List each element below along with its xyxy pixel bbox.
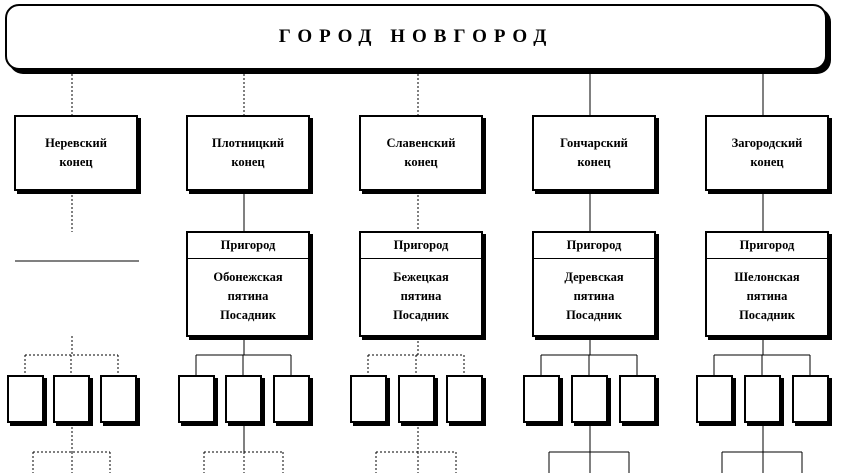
sub-box <box>398 375 435 423</box>
pyatina-name: Шелонская <box>734 270 800 284</box>
konets-box-goncharsky: Гончарский конец <box>532 115 656 191</box>
konets-word: конец <box>59 155 93 169</box>
pyatina-name: Деревская <box>564 270 624 284</box>
konets-name: Загородский <box>731 136 803 150</box>
pyatina-word: пятина <box>227 289 269 303</box>
sub-box <box>744 375 781 423</box>
konets-box-slavensky: Славенский конец <box>359 115 483 191</box>
prigorod-label: Пригород <box>188 233 308 259</box>
sub-box <box>53 375 90 423</box>
sub-box <box>7 375 44 423</box>
konets-name: Славенский <box>386 136 456 150</box>
sub-box <box>273 375 310 423</box>
konets-name: Неревский <box>45 136 107 150</box>
konets-name: Плотницкий <box>211 136 285 150</box>
sub-box <box>619 375 656 423</box>
sub-box <box>696 375 733 423</box>
konets-word: конец <box>750 155 784 169</box>
sub-box <box>446 375 483 423</box>
pyatina-word: пятина <box>400 289 442 303</box>
konets-box-zagorodsky: Загородский конец <box>705 115 829 191</box>
konets-box-plotnitsky: Плотницкий конец <box>186 115 310 191</box>
sub-box <box>100 375 137 423</box>
pyatina-name: Обонежская <box>213 270 283 284</box>
posadnik-label: Посадник <box>739 308 795 322</box>
prigorod-label: Пригород <box>534 233 654 259</box>
konets-box-nerevsky: Неревский конец <box>14 115 138 191</box>
sub-box <box>571 375 608 423</box>
pyatina-word: пятина <box>573 289 615 303</box>
sub-box <box>178 375 215 423</box>
city-title: ГОРОД НОВГОРОД <box>278 26 554 47</box>
sub-box <box>225 375 262 423</box>
city-title-box: ГОРОД НОВГОРОД <box>5 4 827 70</box>
konets-word: конец <box>577 155 611 169</box>
sub-box <box>350 375 387 423</box>
prigorod-label: Пригород <box>707 233 827 259</box>
posadnik-label: Посадник <box>393 308 449 322</box>
pyatina-word: пятина <box>746 289 788 303</box>
konets-word: конец <box>231 155 265 169</box>
sub-box <box>523 375 560 423</box>
konets-word: конец <box>404 155 438 169</box>
posadnik-label: Посадник <box>220 308 276 322</box>
pyatina-name: Бежецкая <box>393 270 449 284</box>
prigorod-label: Пригород <box>361 233 481 259</box>
konets-name: Гончарский <box>560 136 628 150</box>
posadnik-label: Посадник <box>566 308 622 322</box>
sub-box <box>792 375 829 423</box>
